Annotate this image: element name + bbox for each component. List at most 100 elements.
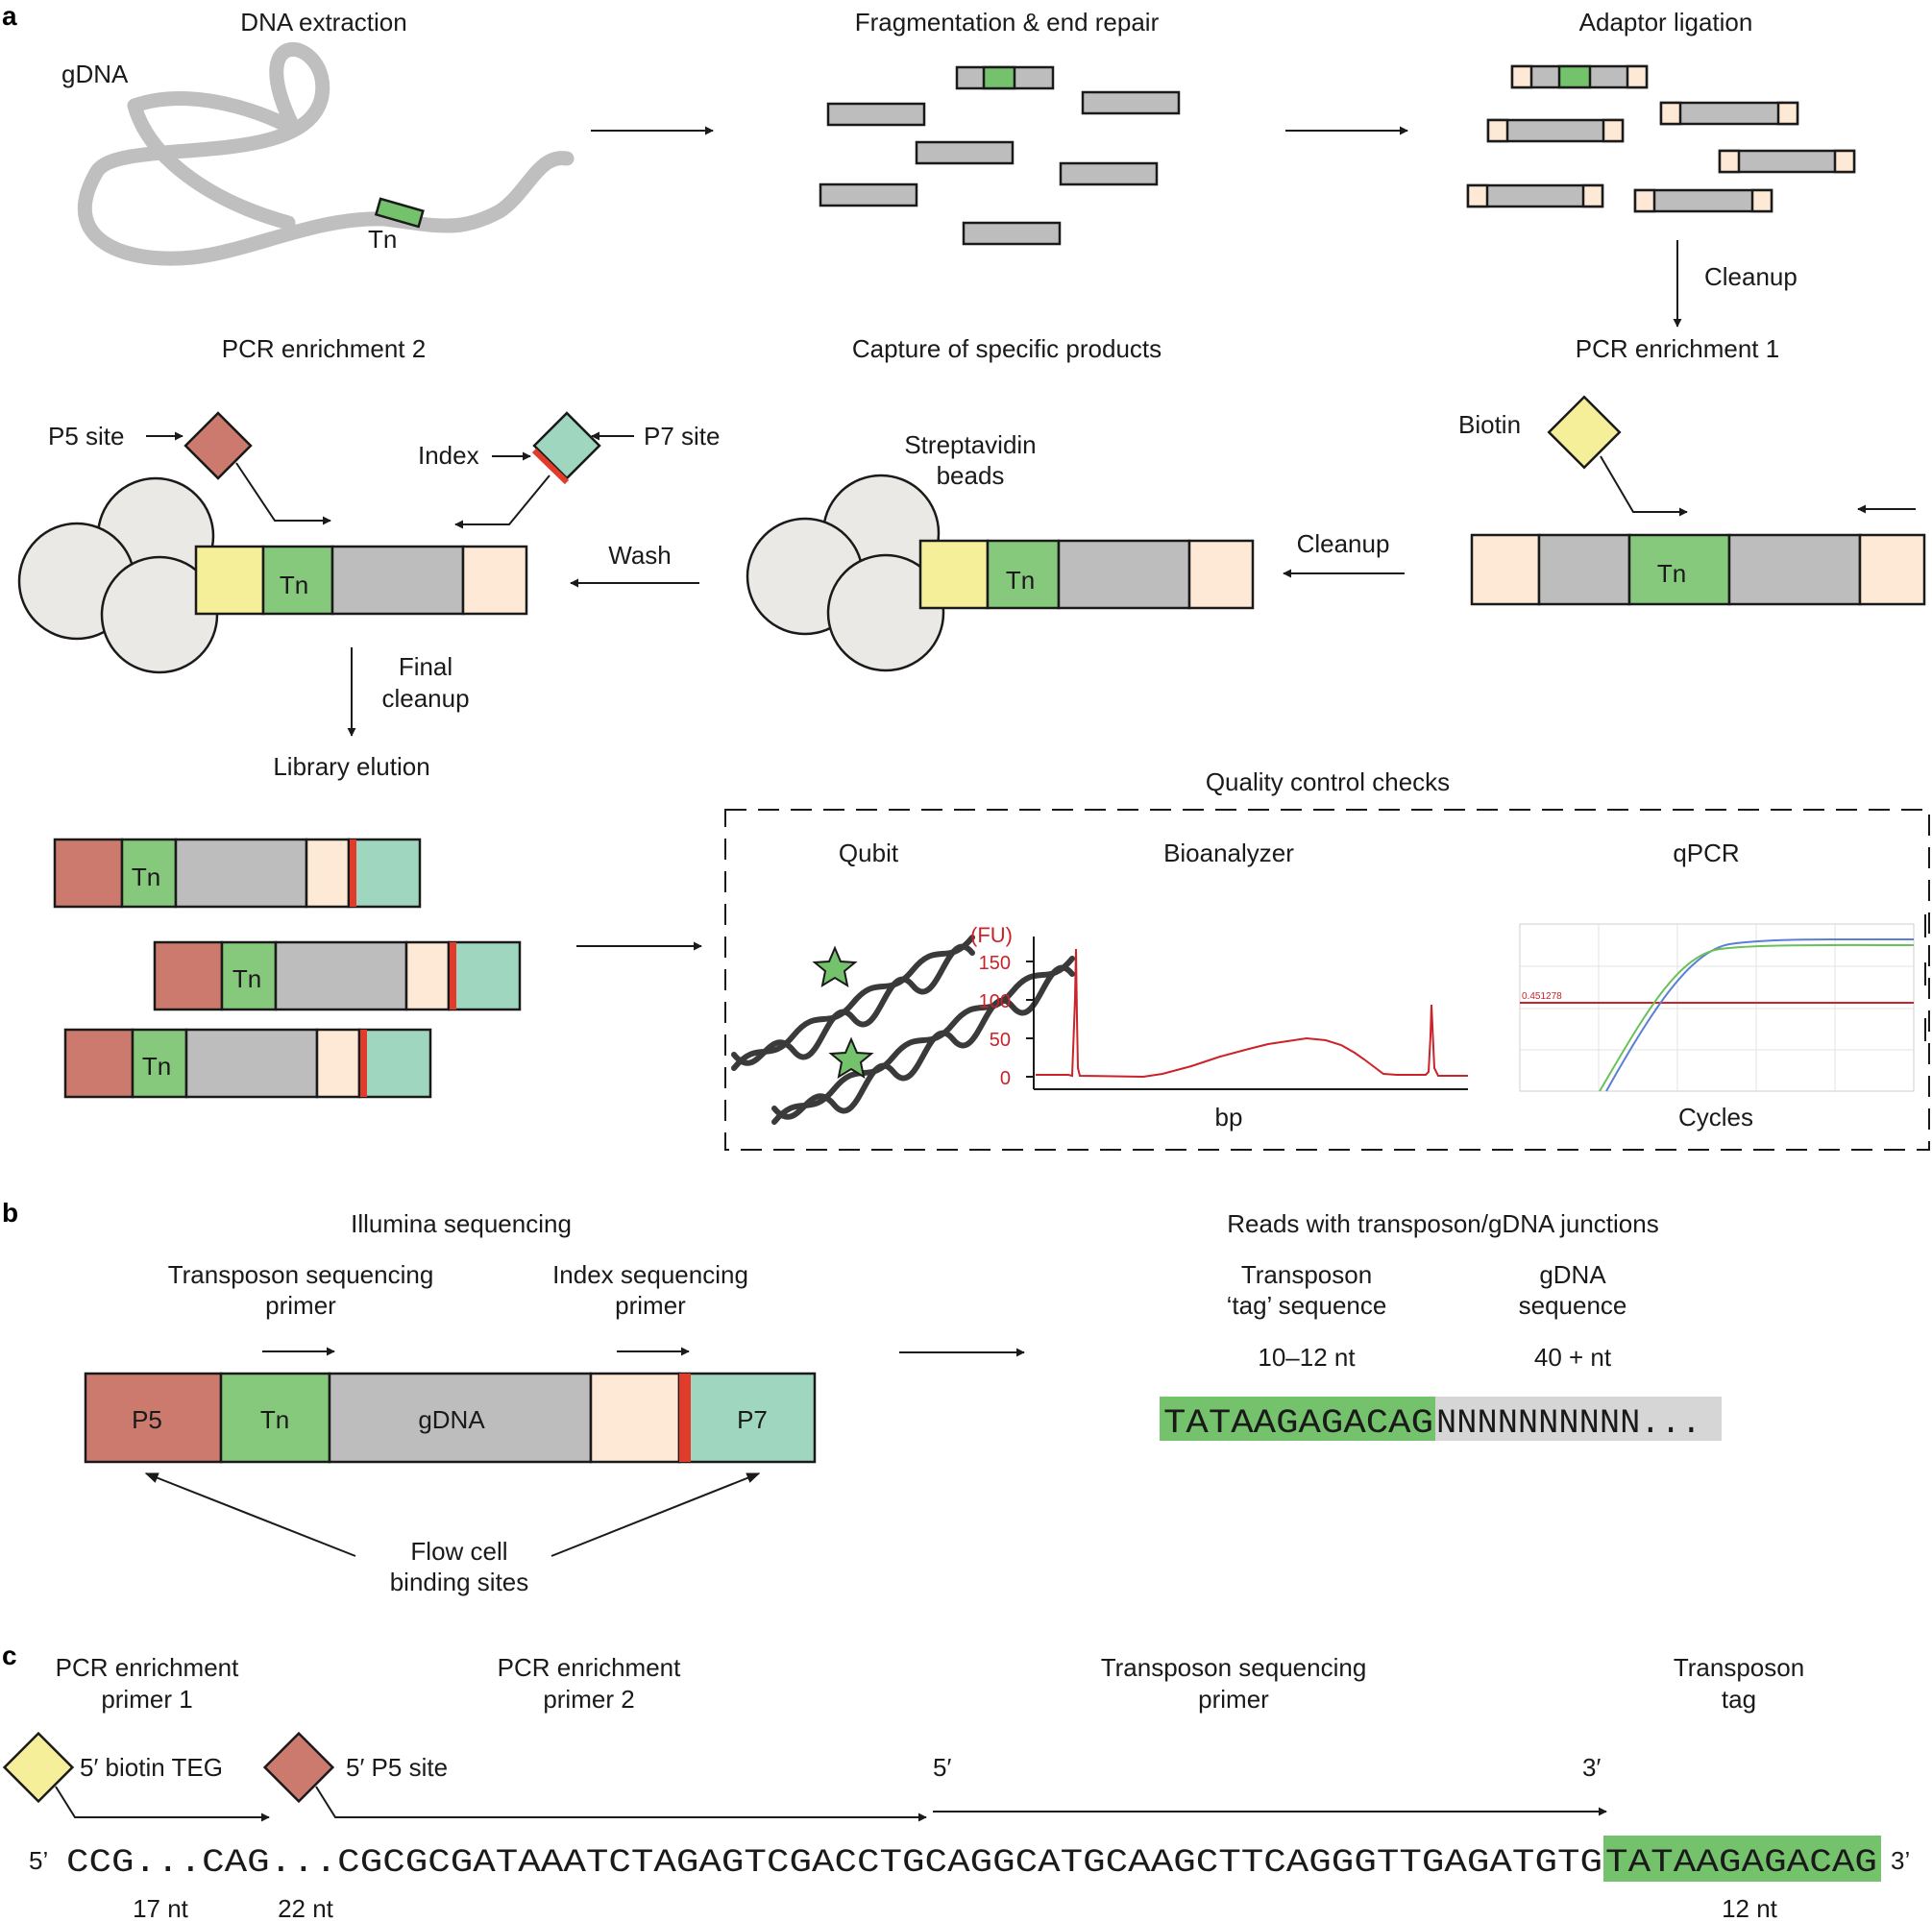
streptavidin-label-1: Streptavidin (904, 430, 1036, 459)
tn-primer-label-1: Transposon sequencing (168, 1260, 434, 1289)
streptavidin-label-2: beads (937, 461, 1005, 490)
biotin-primer-arrow (1600, 455, 1688, 517)
tag-seq-highlight (1160, 1397, 1435, 1441)
cleanup-label: Cleanup (1704, 262, 1797, 291)
pcr1-title: PCR enrichment 1 (1576, 334, 1779, 363)
fragment (819, 182, 918, 207)
star-icon (812, 945, 858, 988)
wash-label: Wash (608, 541, 672, 570)
fu-tick-label: 50 (990, 1030, 1011, 1051)
gdna-loop-icon (77, 41, 575, 266)
pcr1-construct (1470, 533, 1926, 606)
pcr2-primer-arrow (315, 1786, 927, 1822)
pcr2-construct (194, 545, 528, 616)
fragment (1059, 161, 1159, 186)
panel-label-c: c (2, 1641, 17, 1670)
flow-cell-label-2: binding sites (390, 1568, 529, 1596)
fu-tick-label: 0 (1000, 1068, 1011, 1089)
tn-primer-label-2: primer (265, 1291, 336, 1320)
lib-tn-label: Tn (142, 1052, 171, 1081)
gdna-label: gDNA (61, 60, 129, 88)
biotin-label: Biotin (1458, 410, 1521, 439)
pcr1-tn-label: Tn (1657, 559, 1686, 588)
library-fragments (53, 838, 522, 1099)
tn-seq-primer-label-2: primer (1198, 1685, 1269, 1714)
index-primer-label-1: Index sequencing (552, 1260, 748, 1289)
tag-sequence: TATAAGAGACAG (1163, 1404, 1433, 1443)
panel-label-a: a (2, 1, 17, 31)
gdna-sequence: NNNNNNNNNN... (1436, 1404, 1701, 1443)
adaptor-ligation-title: Adaptor ligation (1579, 8, 1753, 36)
final-cleanup-label-2: cleanup (381, 684, 469, 713)
capture-tn-label: Tn (1006, 566, 1035, 595)
fu-tick-label: 100 (979, 991, 1011, 1012)
tn-tag-label-1: Transposon (1674, 1653, 1804, 1682)
diamond-p5-icon (183, 411, 253, 480)
tn-marker (374, 197, 425, 229)
tn-tag-label-2: tag (1722, 1685, 1756, 1714)
dna-extraction-title: DNA extraction (240, 8, 406, 36)
threshold-value: 0.451278 (1522, 991, 1562, 1002)
diamond-p7-icon (532, 411, 601, 480)
gdna-header-2: sequence (1519, 1291, 1627, 1320)
p7-site-label: P7 site (644, 422, 721, 450)
bioanalyzer-title: Bioanalyzer (1163, 839, 1294, 867)
dna-helix-icon (731, 935, 1075, 1125)
seq-3-label: 3’ (1891, 1846, 1910, 1875)
illumina-construct (84, 1372, 817, 1464)
illumina-title: Illumina sequencing (351, 1209, 572, 1238)
fragmentation-title: Fragmentation & end repair (855, 8, 1160, 36)
flow-cell-arrow-p5 (144, 1472, 356, 1557)
diamond-biotin-icon (1547, 395, 1622, 470)
lib-tn-label: Tn (132, 863, 160, 891)
p5-primer-arrow (235, 462, 331, 525)
p7-primer-arrow (454, 474, 550, 529)
gdna-length: 40 + nt (1534, 1343, 1612, 1372)
capture-construct (918, 539, 1255, 610)
index-bar (531, 448, 570, 485)
bp-axis-label: bp (1215, 1103, 1243, 1131)
index-primer-label-2: primer (615, 1291, 686, 1320)
tag-length: 10–12 nt (1258, 1343, 1356, 1372)
seg-p5-label: P5 (132, 1405, 162, 1434)
three-prime-mark: 3′ (1582, 1753, 1601, 1782)
qc-box (724, 809, 1930, 1151)
gdna-loop2-icon (127, 90, 296, 231)
index-label: Index (418, 441, 479, 470)
cycles-axis-label: Cycles (1678, 1103, 1753, 1131)
tn-seq-primer-label-1: Transposon sequencing (1101, 1653, 1367, 1682)
p5-site-c-label: 5′ P5 site (346, 1753, 448, 1782)
bead-cluster-icon (746, 474, 945, 672)
diamond-biotin-icon (2, 1731, 75, 1804)
flow-cell-arrow-p7 (550, 1472, 761, 1557)
fragment-tn (982, 65, 1016, 90)
bead-cluster-icon (17, 476, 219, 674)
tn-label: Tn (368, 225, 397, 254)
qc-title: Quality control checks (1206, 767, 1450, 796)
len-17: 17 nt (133, 1894, 189, 1922)
pcr1-primer-label-1: PCR enrichment (56, 1653, 240, 1682)
pcr2-primer-label-1: PCR enrichment (498, 1653, 682, 1682)
gdna-seq-highlight (1435, 1397, 1722, 1441)
final-cleanup-label-1: Final (399, 652, 452, 681)
seg-tn-label: Tn (260, 1405, 289, 1434)
fu-tick-label: 150 (979, 953, 1011, 974)
p5-site-label: P5 site (48, 422, 125, 450)
bioanalyzer-trace (1036, 948, 1468, 1079)
qubit-title: Qubit (839, 839, 899, 867)
library-elution-title: Library elution (273, 752, 429, 781)
panel-label-b: b (2, 1198, 18, 1228)
fragment (826, 102, 926, 127)
fragment (962, 221, 1062, 246)
qpcr-plot (1519, 914, 1926, 1092)
lib-tn-label: Tn (232, 964, 261, 993)
star-icon (828, 1036, 874, 1080)
pcr2-tn-label: Tn (280, 571, 308, 599)
tag-header-1: Transposon (1241, 1260, 1372, 1289)
c-tag-highlight (1603, 1836, 1881, 1882)
gdna-header-1: gDNA (1539, 1260, 1606, 1289)
capture-title: Capture of specific products (852, 334, 1162, 363)
fragments (819, 65, 1181, 246)
pcr2-title: PCR enrichment 2 (222, 334, 426, 363)
